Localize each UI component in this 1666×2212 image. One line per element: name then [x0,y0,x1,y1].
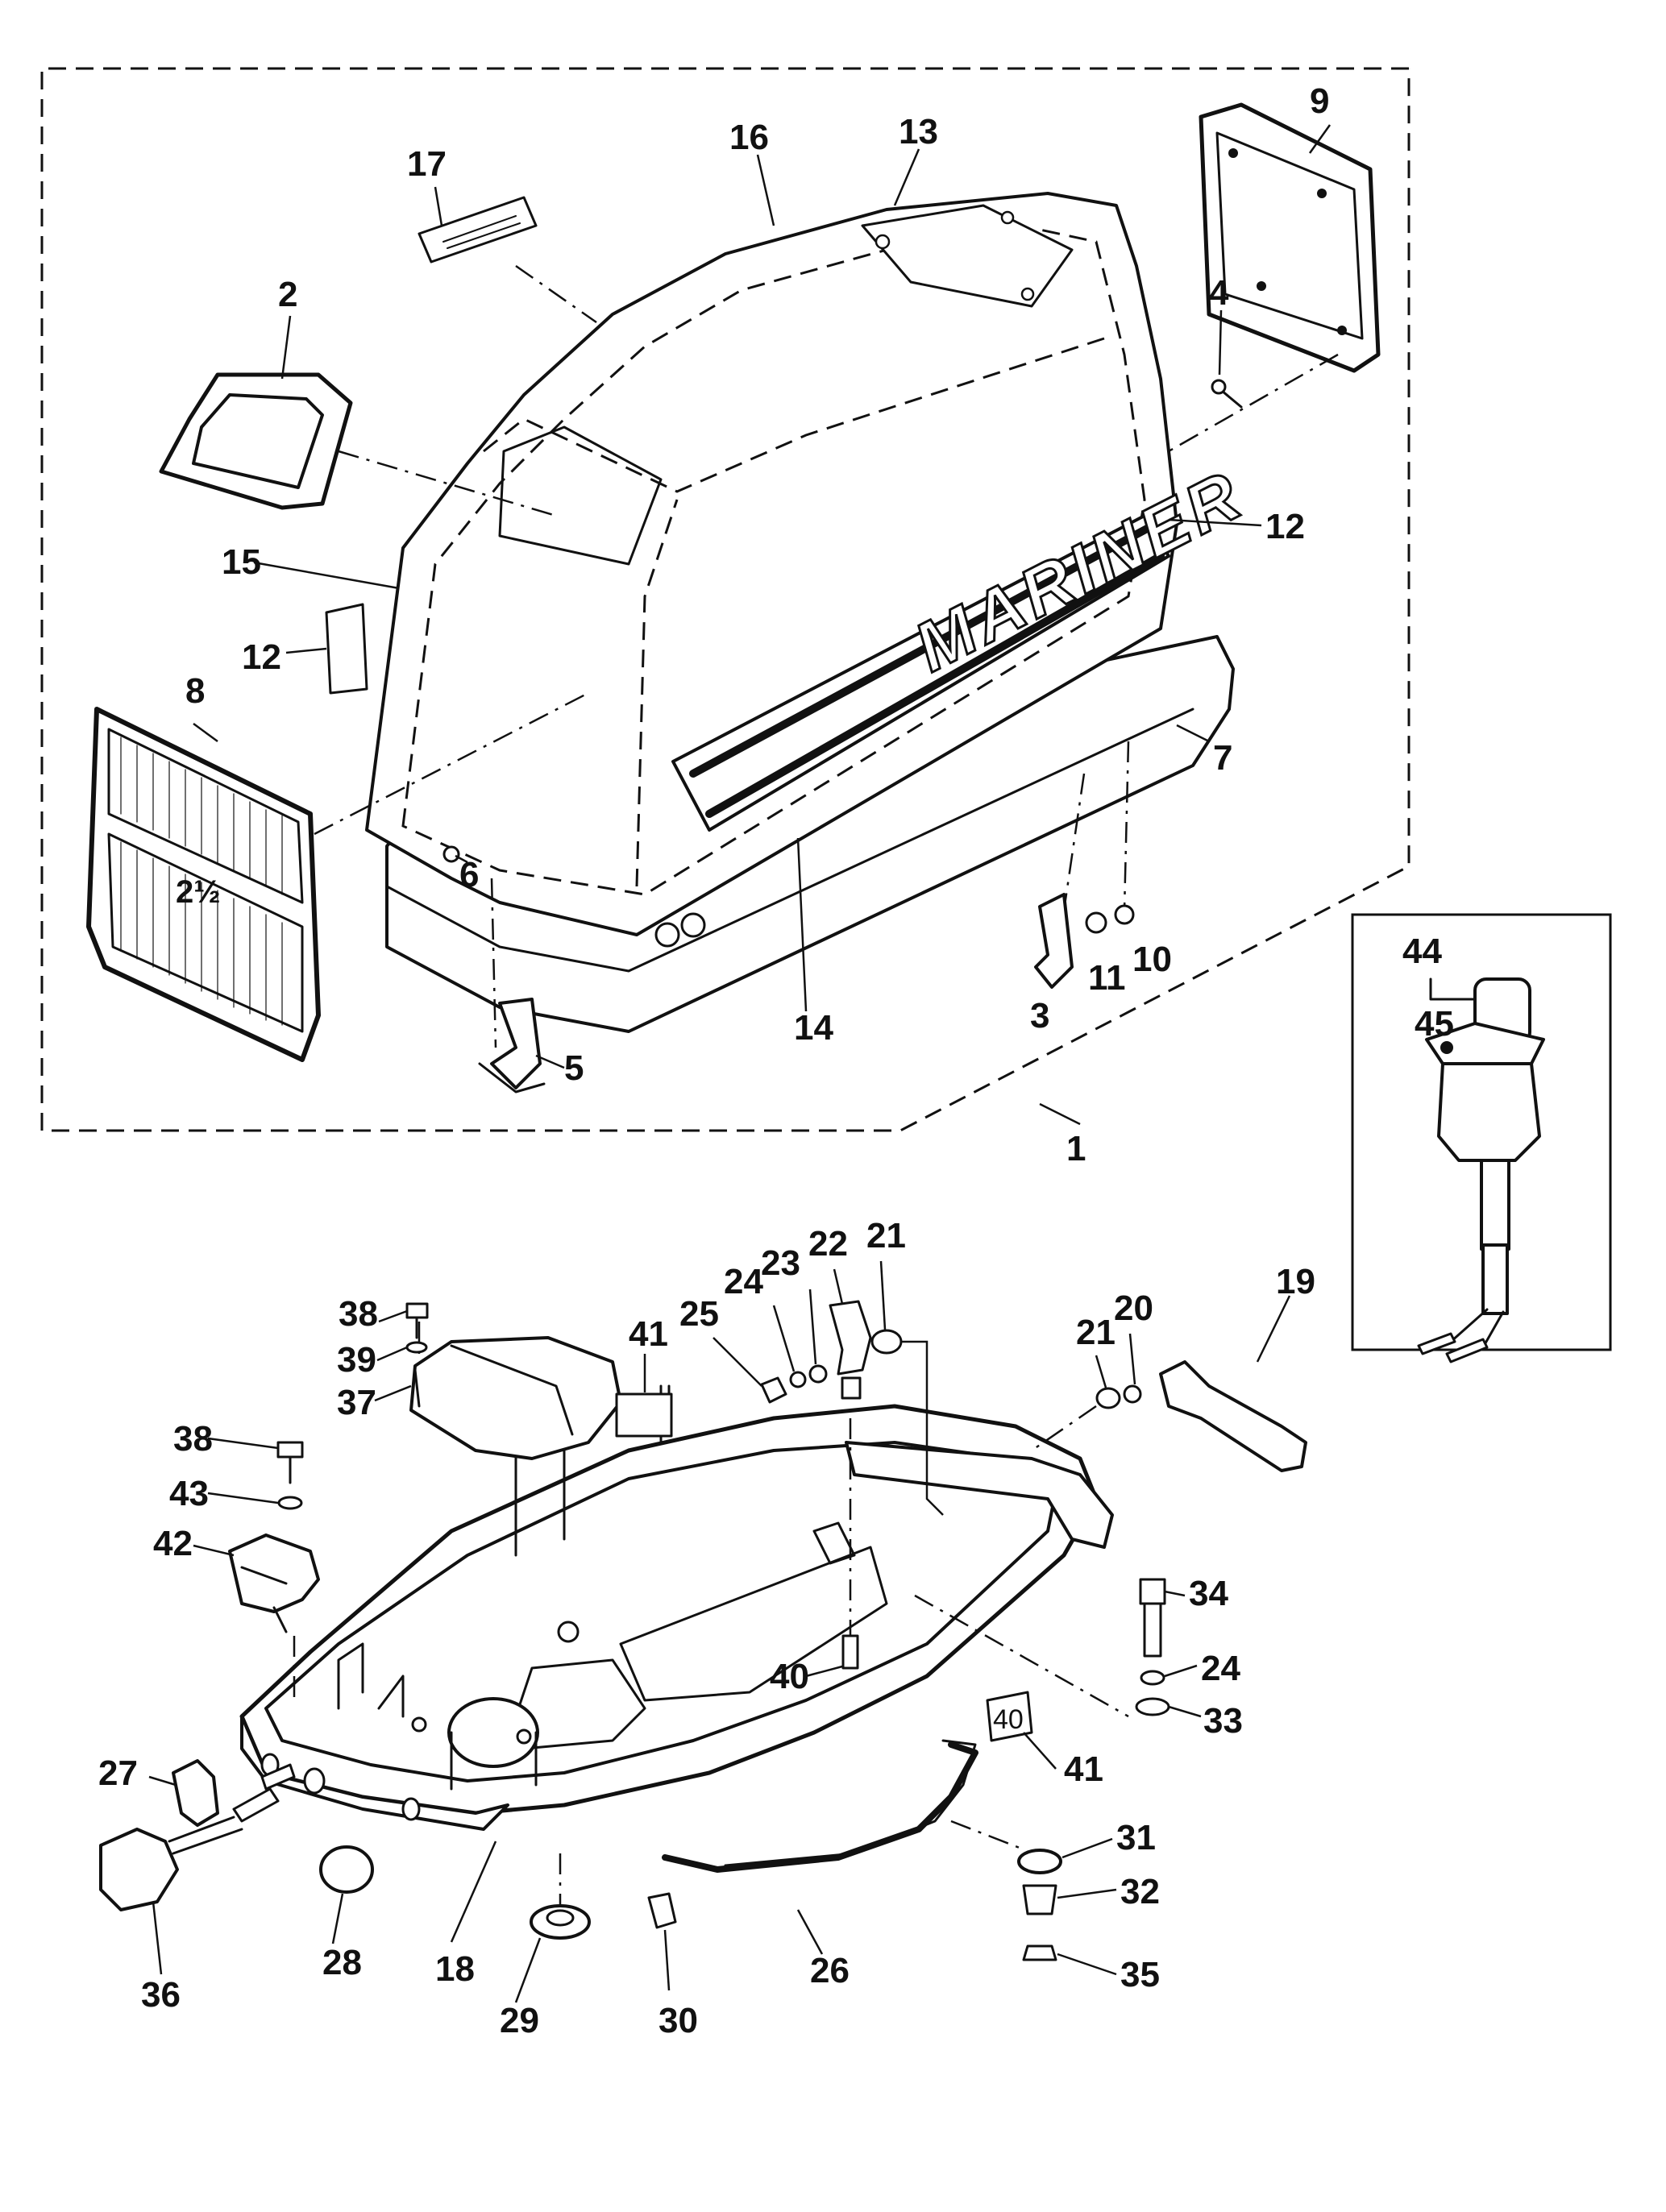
part-36-kill-switch [99,1763,296,1911]
part-4-screw [1211,379,1243,409]
callout-14: 14 [794,1008,833,1048]
leader-lines [148,124,1332,2003]
part-6-pin [442,845,460,863]
callout-27: 27 [98,1753,138,1793]
callout-30: 30 [659,2001,698,2040]
part-12-left-tab [325,603,368,695]
part-44-45-switch [1417,977,1545,1363]
part-29-grommet [530,1853,591,1940]
callout-4: 4 [1209,273,1229,313]
part-28-plug [319,1845,374,1894]
callout-1: 1 [1066,1129,1086,1168]
callout-45: 45 [1415,1004,1454,1044]
callout-39: 39 [337,1340,376,1380]
assembly-1-boundary [40,67,1410,1132]
callout-37: 37 [337,1383,376,1422]
callout-18: 18 [435,1949,475,1989]
part-42-clip [228,1533,320,1700]
callout-11: 11 [1088,958,1126,998]
callout-23: 23 [761,1243,800,1283]
callout-19: 19 [1276,1262,1315,1301]
part-38-43-screw [276,1441,304,1510]
callout-40: 40 [770,1657,809,1696]
callout-16: 16 [729,118,769,157]
callout-28: 28 [322,1943,362,1982]
callout-38b: 38 [173,1419,213,1459]
callout-38a: 38 [339,1294,378,1334]
callout-25: 25 [679,1294,719,1334]
callout-13: 13 [899,112,938,151]
parts-19-20-21-lever [1031,1360,1307,1472]
bottom-cowl [239,1384,1114,1873]
callout-9: 9 [1310,81,1329,121]
callout-8: 8 [185,671,205,711]
hood-badge-text: 2½ [176,874,221,910]
part-40-stud [841,1376,862,1670]
callout-31: 31 [1116,1818,1156,1857]
callout-24b: 24 [1201,1649,1240,1688]
parts-34-24-33-bolt [914,1578,1170,1718]
part-30-clip [647,1892,677,1929]
callout-15: 15 [222,542,261,582]
callout-26: 26 [810,1951,850,1990]
callout-7: 7 [1213,738,1232,778]
callout-41a: 41 [629,1314,668,1354]
callout-43: 43 [169,1474,209,1513]
parts-31-32-35-mount [950,1820,1062,1961]
part-3-latch-plate [1034,773,1086,989]
parts-21-25-linkage [760,1300,944,1516]
part-41-decal-top [615,1392,673,1438]
callout-41b: 41 [1064,1749,1103,1789]
callout-5: 5 [564,1048,584,1088]
parts-10-11-nuts [1085,741,1135,934]
callout-20: 20 [1114,1289,1153,1328]
callout-32: 32 [1120,1872,1160,1911]
callout-21a: 21 [866,1216,906,1255]
callout-34: 34 [1189,1574,1228,1613]
part-8-grille: 2½ [86,691,589,1062]
callout-22: 22 [808,1224,848,1264]
callout-36: 36 [141,1975,181,2015]
callout-17: 17 [407,144,447,184]
part-37-cover [409,1322,622,1460]
part-41-decal-bottom: 40 [986,1691,1033,1742]
callout-3: 3 [1030,996,1049,1035]
callout-12a: 12 [1265,507,1305,546]
callout-35: 35 [1120,1955,1160,1994]
callout-12b: 12 [242,637,281,677]
part-5-latch [478,878,546,1094]
callout-24a: 24 [724,1262,763,1301]
part-9-cover-plate [1168,102,1381,453]
callout-33: 33 [1203,1701,1243,1741]
callout-29: 29 [500,2001,539,2040]
callout-6: 6 [459,855,479,894]
decal-41-bottom-text: 40 [993,1704,1024,1735]
part-38-39-screw [405,1302,429,1354]
callout-44: 44 [1402,932,1442,971]
part-17-label [418,196,597,324]
part-2-window-frame [159,372,557,517]
callout-21b: 21 [1076,1313,1116,1352]
callout-10: 10 [1132,940,1172,979]
part-27-plug [172,1759,219,1827]
callout-labels: 1 2 3 4 5 6 7 8 9 10 11 12 12 13 14 15 1… [98,81,1454,2040]
callout-2: 2 [278,275,297,314]
callout-42: 42 [153,1524,193,1563]
